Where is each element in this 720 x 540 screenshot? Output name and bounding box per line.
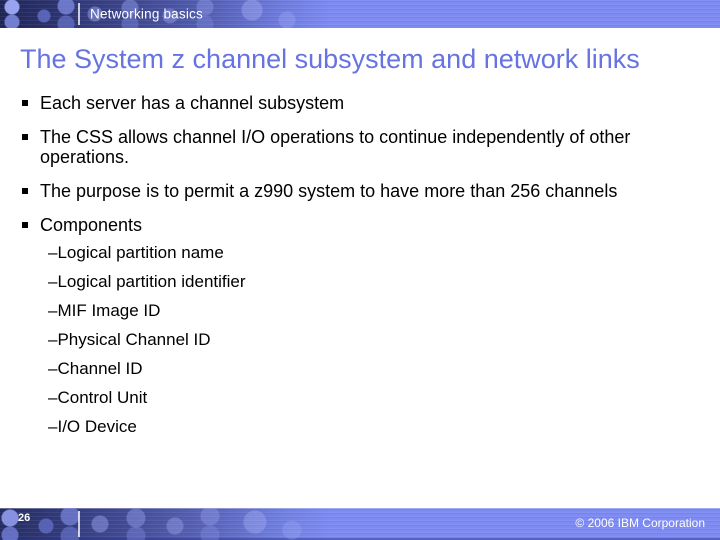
bullet-item: The CSS allows channel I/O operations to… xyxy=(20,127,660,167)
presentation-section-title: Networking basics xyxy=(90,6,203,22)
sub-bullet-text: Control Unit xyxy=(57,388,148,407)
bullet-text: Components xyxy=(40,215,143,235)
dash-bullet-icon: – xyxy=(48,359,58,378)
slide-title: The System z channel subsystem and netwo… xyxy=(20,44,640,74)
bullet-text: Each server has a channel subsystem xyxy=(40,93,345,113)
sub-bullet-item: –I/O Device xyxy=(48,417,660,437)
sub-bullet-text: Logical partition name xyxy=(57,243,224,262)
bullet-text: The CSS allows channel I/O operations to… xyxy=(40,127,631,167)
sub-bullet-item: –Control Unit xyxy=(48,388,660,408)
sub-bullet-item: –Channel ID xyxy=(48,359,660,379)
dash-bullet-icon: – xyxy=(48,388,58,407)
bullet-item-components: Components –Logical partition name –Logi… xyxy=(20,215,660,437)
copyright-notice: © 2006 IBM Corporation xyxy=(575,516,705,530)
dash-bullet-icon: – xyxy=(48,417,58,436)
bullet-item: The purpose is to permit a z990 system t… xyxy=(20,181,660,201)
sub-bullet-item: –MIF Image ID xyxy=(48,301,660,321)
sub-bullet-item: –Logical partition identifier xyxy=(48,272,660,292)
square-bullet-icon xyxy=(22,134,28,140)
banner-divider-line xyxy=(78,3,80,25)
sub-bullet-item: –Logical partition name xyxy=(48,243,660,263)
circuit-dots-pattern xyxy=(0,508,720,540)
sub-bullet-text: Physical Channel ID xyxy=(57,330,211,349)
dash-bullet-icon: – xyxy=(48,243,58,262)
sub-bullet-list: –Logical partition name –Logical partiti… xyxy=(40,243,660,437)
square-bullet-icon xyxy=(22,222,28,228)
bottom-banner: 26 © 2006 IBM Corporation xyxy=(0,508,720,540)
page-number: 26 xyxy=(18,512,31,524)
slide-content: The System z channel subsystem and netwo… xyxy=(0,28,720,508)
sub-bullet-text: MIF Image ID xyxy=(57,301,161,320)
bullet-list: Each server has a channel subsystem The … xyxy=(20,93,720,437)
bullet-text: The purpose is to permit a z990 system t… xyxy=(40,181,618,201)
bullet-item: Each server has a channel subsystem xyxy=(20,93,660,113)
dash-bullet-icon: – xyxy=(48,301,58,320)
sub-bullet-text: Channel ID xyxy=(57,359,143,378)
banner-divider-line xyxy=(78,511,80,537)
square-bullet-icon xyxy=(22,100,28,106)
sub-bullet-text: I/O Device xyxy=(57,417,137,436)
dash-bullet-icon: – xyxy=(48,330,58,349)
dash-bullet-icon: – xyxy=(48,272,58,291)
sub-bullet-item: –Physical Channel ID xyxy=(48,330,660,350)
square-bullet-icon xyxy=(22,188,28,194)
sub-bullet-text: Logical partition identifier xyxy=(57,272,246,291)
circuit-dots-pattern xyxy=(0,0,720,28)
top-banner: Networking basics xyxy=(0,0,720,28)
